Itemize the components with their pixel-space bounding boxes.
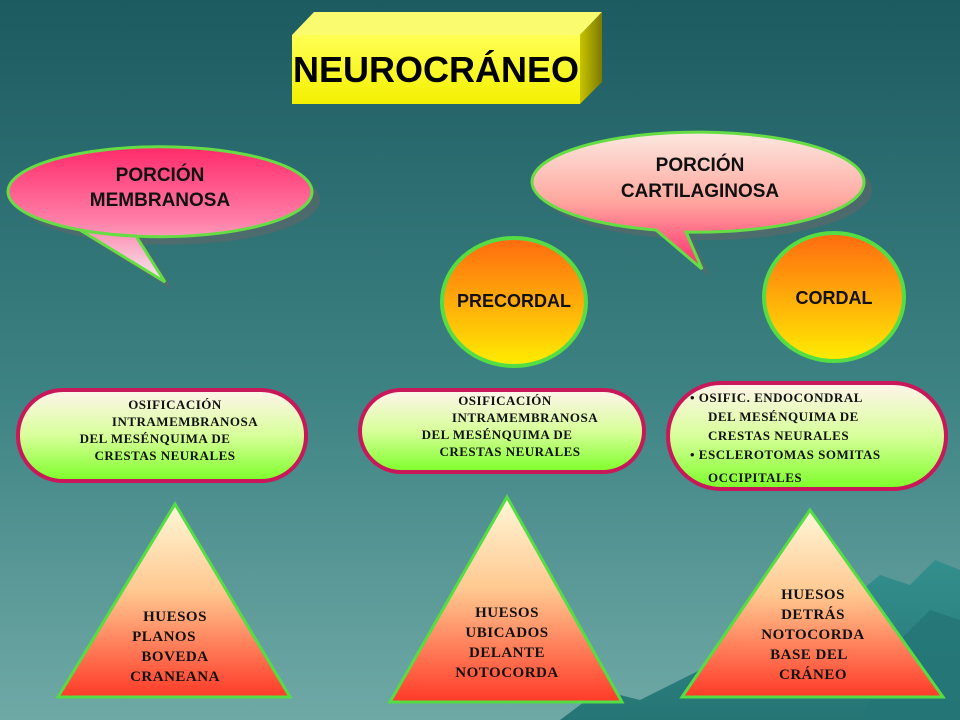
bubble-membranosa-text: PORCIÓN MEMBRANOSA [20, 163, 300, 213]
triangle-right-line: DETRÁS [781, 607, 845, 623]
bubble-cartilaginosa-text: PORCIÓN CARTILAGINOSA [540, 153, 860, 205]
circle-precordal [440, 236, 588, 368]
pill-left [16, 388, 308, 483]
triangle-middle-line: NOTOCORDA [455, 665, 559, 681]
triangle-left-line: BOVEDA [141, 649, 209, 665]
bubble-membranosa-line: MEMBRANOSA [89, 190, 231, 211]
title-box [292, 12, 602, 104]
pill-right [666, 381, 948, 491]
triangle-left-line: CRANEANA [130, 669, 220, 685]
triangle-middle [387, 493, 625, 704]
triangle-left-line: PLANOS [132, 629, 196, 645]
pill-right-line: DEL MESÉNQUIMA DE [708, 409, 859, 424]
pill-middle-line: CRESTAS NEURALES [439, 444, 581, 459]
triangle-right [679, 507, 946, 699]
circle-precordal-label: PRECORDAL [456, 291, 571, 311]
triangle-middle-text: HUESOS UBICADOS DELANTE NOTOCORDA [422, 603, 592, 683]
bubble-cartilaginosa [530, 130, 872, 277]
triangle-right-text: HUESOS DETRÁS NOTOCORDA BASE DEL CRÁNEO [728, 585, 898, 685]
triangle-left [55, 501, 293, 699]
triangle-middle-line: UBICADOS [465, 625, 549, 641]
triangle-right-line: HUESOS [781, 587, 845, 603]
circle-cordal-label: CORDAL [795, 288, 873, 308]
pill-left-line: OSIFICACIÓN [128, 397, 222, 412]
pill-right-line: CRESTAS NEURALES [708, 428, 850, 443]
bubble-membranosa-line: PORCIÓN [115, 165, 205, 186]
pill-left-text: OSIFICACIÓN INTRAMEMBRANOSA DEL MESÉNQUI… [40, 396, 290, 464]
pill-middle-line: INTRAMEMBRANOSA [451, 410, 599, 425]
pill-left-line: INTRAMEMBRANOSA [111, 414, 259, 429]
page-title: NEUROCRÁNEO [292, 49, 579, 90]
pill-right-line: OCCIPITALES [708, 470, 803, 485]
pill-middle-line: DEL MESÉNQUIMA DE [421, 427, 573, 442]
triangle-left-text: HUESOS PLANOS BOVEDA CRANEANA [90, 607, 260, 687]
pill-right-line: • OSIFIC. ENDOCONDRAL [690, 390, 863, 405]
bubble-cartilaginosa-line: CARTILAGINOSA [620, 181, 780, 202]
pill-right-text: • OSIFIC. ENDOCONDRAL DEL MESÉNQUIMA DE … [690, 388, 940, 491]
triangle-right-line: BASE DEL [770, 647, 848, 663]
triangle-right-line: NOTOCORDA [761, 627, 865, 643]
pill-middle [358, 388, 646, 474]
pill-middle-text: OSIFICACIÓN INTRAMEMBRANOSA DEL MESÉNQUI… [380, 392, 630, 460]
triangle-left-line: HUESOS [143, 609, 207, 625]
pill-left-line: CRESTAS NEURALES [94, 448, 236, 463]
pill-left-line: DEL MESÉNQUIMA DE [79, 431, 231, 446]
bubble-membranosa [6, 145, 320, 290]
pill-right-line: • ESCLEROTOMAS SOMITAS [690, 447, 881, 462]
pill-middle-line: OSIFICACIÓN [458, 393, 552, 408]
triangle-middle-line: DELANTE [468, 645, 546, 661]
bubble-cartilaginosa-line: PORCIÓN [655, 155, 745, 176]
triangle-middle-line: HUESOS [475, 605, 539, 621]
triangle-right-line: CRÁNEO [778, 667, 847, 683]
circle-cordal [762, 231, 906, 363]
